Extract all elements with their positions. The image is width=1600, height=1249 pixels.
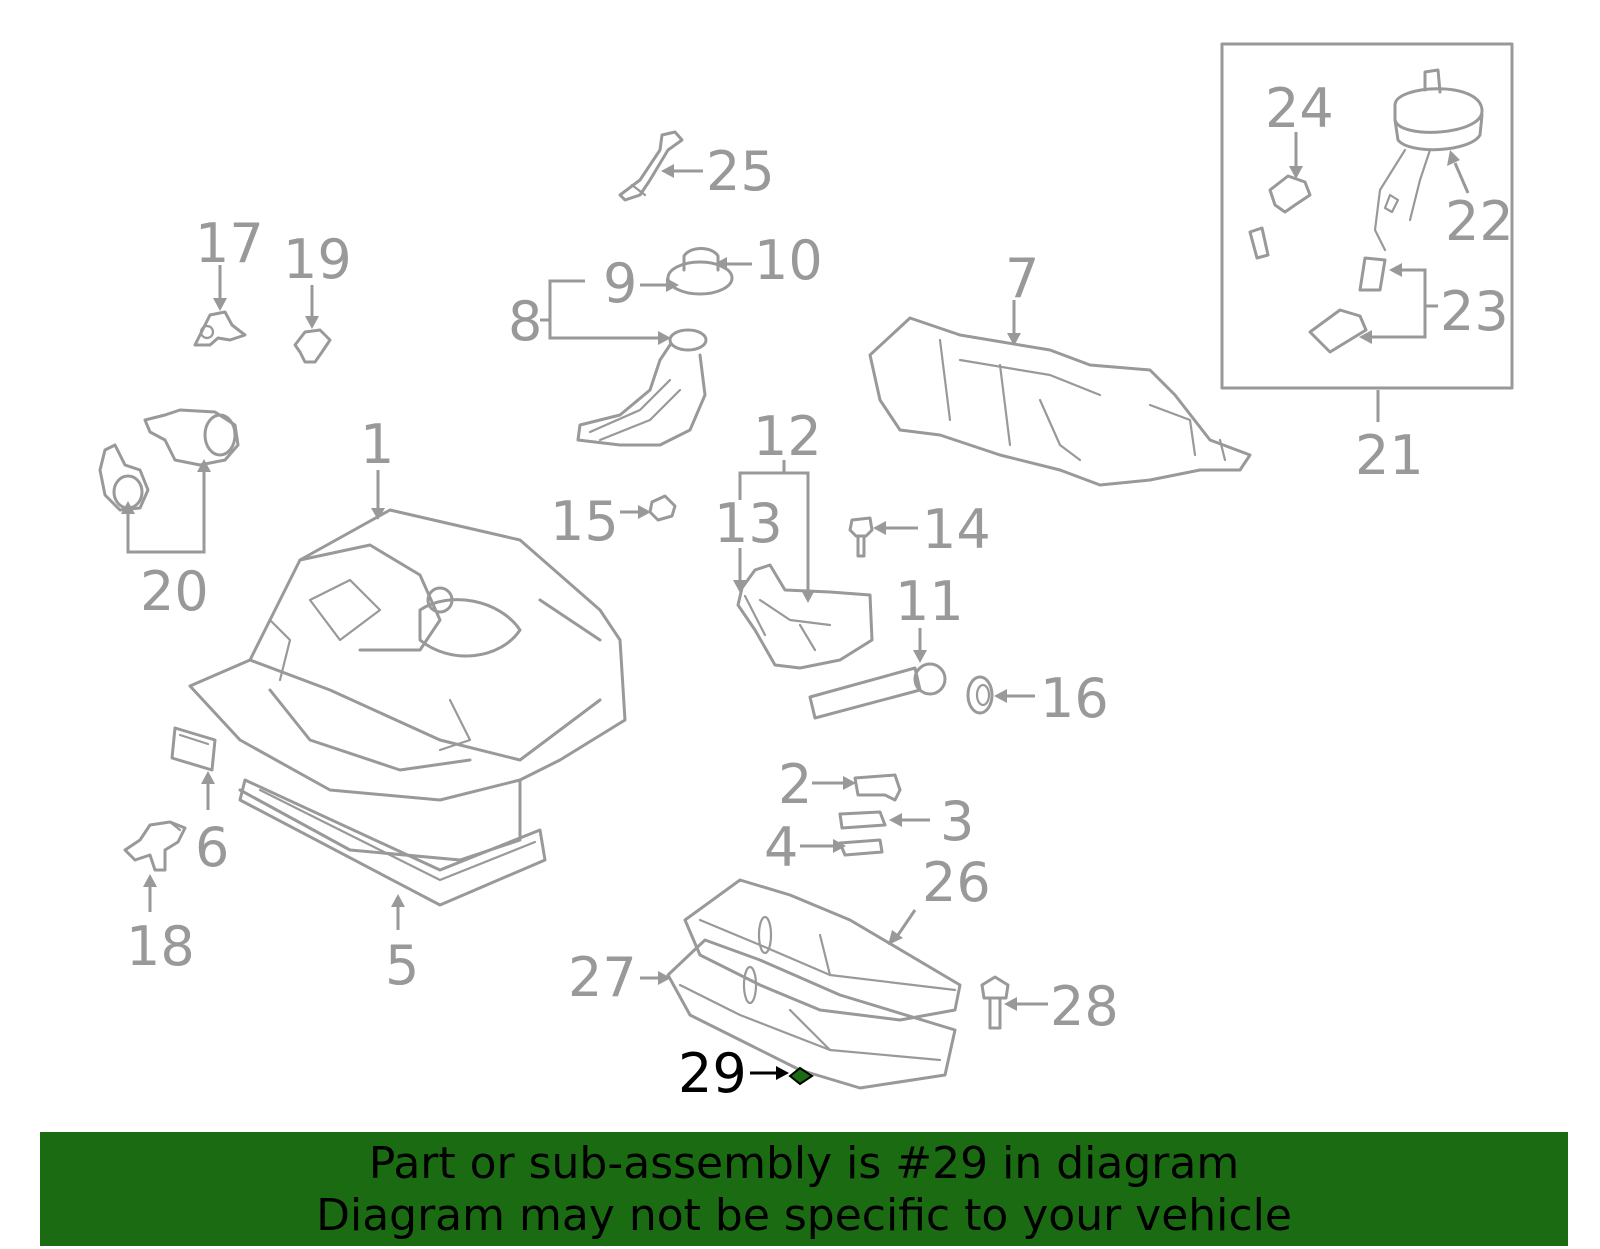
part-20-vent-valve[interactable]: [98, 408, 240, 512]
part-3-pad[interactable]: [838, 810, 887, 830]
part-15-nut[interactable]: [648, 494, 677, 522]
callout-3: 3: [940, 790, 974, 853]
part-16-grommet[interactable]: [966, 675, 994, 715]
part-29-drain-plug[interactable]: [788, 1066, 814, 1086]
callout-4: 4: [764, 816, 798, 879]
part-11-hose[interactable]: [808, 662, 947, 720]
part-28-bolt[interactable]: [980, 975, 1010, 1030]
callout-24: 24: [1265, 77, 1334, 140]
callout-12: 12: [753, 405, 822, 468]
callout-8: 8: [508, 290, 542, 353]
part-17-fitting[interactable]: [193, 310, 247, 347]
callout-1: 1: [360, 413, 394, 476]
banner-line-1: Part or sub-assembly is #29 in diagram: [368, 1138, 1240, 1189]
part-7-heat-shield[interactable]: [868, 316, 1252, 487]
callout-29[interactable]: 29: [678, 1042, 747, 1105]
callout-6: 6: [195, 816, 229, 879]
part-18-valve[interactable]: [123, 820, 187, 872]
callout-13: 13: [714, 492, 783, 555]
part-21-pump-module-box[interactable]: [1220, 42, 1514, 390]
info-banner: Part or sub-assembly is #29 in diagram D…: [40, 1132, 1568, 1246]
part-12-13-bracket[interactable]: [736, 563, 874, 670]
callout-23: 23: [1440, 280, 1509, 343]
callout-9: 9: [603, 252, 637, 315]
callout-25: 25: [706, 140, 775, 203]
part-19-clip[interactable]: [293, 328, 332, 364]
part-10-filler-cap[interactable]: [666, 247, 734, 296]
callout-22: 22: [1445, 190, 1514, 253]
callout-19: 19: [283, 228, 352, 291]
callout-27: 27: [568, 946, 637, 1009]
callout-16: 16: [1040, 667, 1109, 730]
callout-18: 18: [126, 915, 195, 978]
leader-lines: [121, 132, 1470, 1080]
part-14-bolt[interactable]: [848, 516, 874, 558]
callout-10: 10: [754, 229, 823, 292]
part-4-pad[interactable]: [838, 838, 884, 857]
callout-11: 11: [895, 570, 964, 633]
part-25-bracket[interactable]: [618, 130, 684, 202]
part-6-pad[interactable]: [170, 726, 217, 772]
callout-2: 2: [778, 753, 812, 816]
callout-7: 7: [1005, 247, 1039, 310]
callout-labels: 1 2 3 4 5 6 7 8 9 10 11 12 13 14 15 16 1…: [126, 77, 1514, 1105]
callout-26: 26: [922, 851, 991, 914]
part-2-pad[interactable]: [853, 773, 902, 802]
part-1-fuel-tank[interactable]: [188, 508, 627, 862]
callout-17: 17: [195, 212, 264, 275]
part-27-skid-plate[interactable]: [666, 938, 957, 1090]
callout-20: 20: [140, 560, 209, 623]
banner-line-2: Diagram may not be specific to your vehi…: [316, 1190, 1292, 1241]
part-5-shield[interactable]: [238, 778, 547, 907]
callout-21: 21: [1355, 424, 1424, 487]
callout-5: 5: [385, 934, 419, 997]
part-26-skid-plate[interactable]: [683, 878, 962, 1022]
callout-15: 15: [550, 490, 619, 553]
callout-28: 28: [1050, 975, 1119, 1038]
callout-14: 14: [922, 498, 991, 561]
part-8-filler-neck[interactable]: [576, 328, 708, 447]
